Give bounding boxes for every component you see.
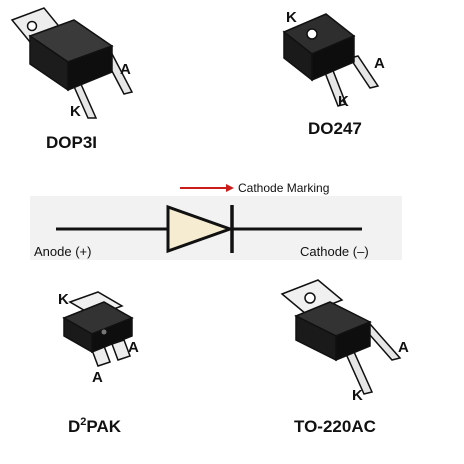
d2pak-body-side	[91, 316, 133, 354]
d2pak-pin-k-label: K	[58, 291, 69, 308]
dop3i-mounting-hole	[26, 20, 38, 32]
do247-body-side	[311, 34, 355, 82]
to220ac-pin-k-label: K	[352, 387, 363, 404]
dop3i-name: DOP3I	[46, 133, 97, 152]
diode-symbol: Cathode Marking Anode (+) Cathode (–)	[30, 181, 402, 260]
do247-mounting-hole	[306, 28, 318, 40]
do247-pin-a-label: A	[374, 55, 385, 72]
dop3i-pin-k-label: K	[70, 103, 81, 120]
do247-name: DO247	[308, 119, 362, 138]
cathode-label: Cathode (–)	[300, 244, 369, 259]
d2pak-name-prefix: D	[68, 417, 80, 436]
cathode-marking-arrowhead	[226, 184, 234, 192]
d2pak-package: K A A D2PAK	[58, 291, 139, 436]
d2pak-name: D2PAK	[68, 416, 122, 436]
d2pak-name-suffix: PAK	[86, 417, 121, 436]
d2pak-pin-a-left-label: A	[92, 369, 103, 386]
dop3i-package: A K DOP3I	[10, 7, 134, 152]
d2pak-name-superscript: 2	[80, 416, 86, 428]
d2pak-pin-a-right-label: A	[128, 339, 139, 356]
to220ac-mounting-hole	[304, 292, 316, 304]
dop3i-body-side	[67, 44, 113, 92]
anode-label: Anode (+)	[34, 244, 91, 259]
to220ac-name: TO-220AC	[294, 417, 376, 436]
dop3i-pin-a-label: A	[120, 61, 131, 78]
cathode-marking-label: Cathode Marking	[238, 181, 329, 195]
do247-package: K A K DO247	[282, 9, 385, 138]
diode-triangle	[166, 204, 235, 254]
to220ac-package: A K TO-220AC	[280, 279, 409, 436]
to220ac-pin-a-label: A	[398, 339, 409, 356]
to220ac-body-side	[335, 320, 371, 362]
do247-pin-k-top-label: K	[286, 9, 297, 26]
do247-pin-a	[348, 55, 380, 89]
do247-pin-k-bottom-label: K	[338, 93, 349, 110]
d2pak-dot	[101, 329, 107, 335]
